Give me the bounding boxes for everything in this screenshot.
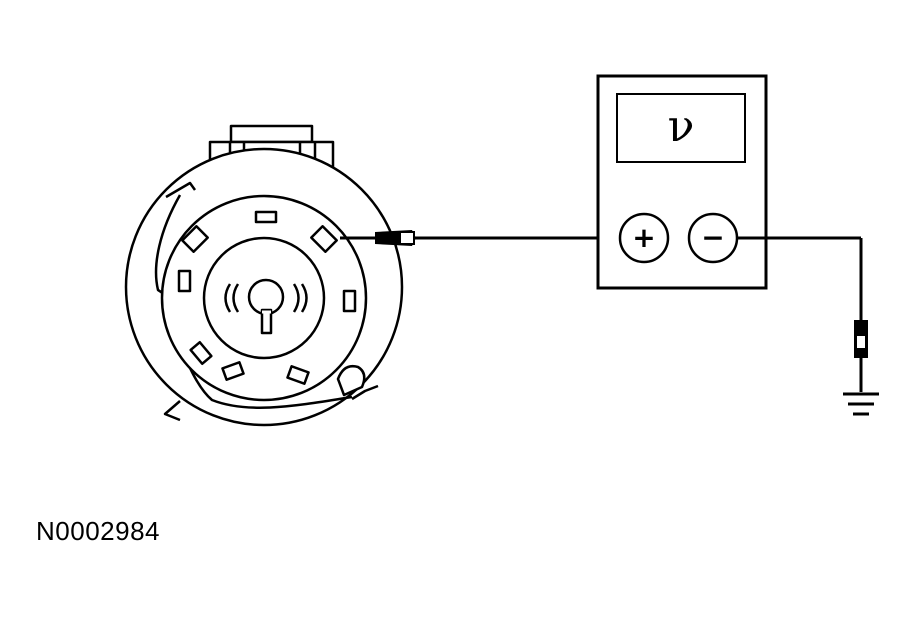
figure-id: N0002984: [36, 516, 160, 546]
positive-terminal-label: +: [632, 221, 655, 254]
ground-probe: [854, 320, 868, 358]
ignition-switch-icon: [124, 124, 404, 427]
positive-terminal: [618, 212, 670, 264]
meter-display-symbol: ν: [668, 101, 695, 152]
voltmeter-icon: ν + −: [596, 74, 768, 290]
negative-terminal-label: −: [701, 221, 724, 254]
probe-icon: [340, 230, 620, 246]
ground-lead: [737, 236, 863, 392]
ground-symbol-icon: [843, 392, 879, 416]
